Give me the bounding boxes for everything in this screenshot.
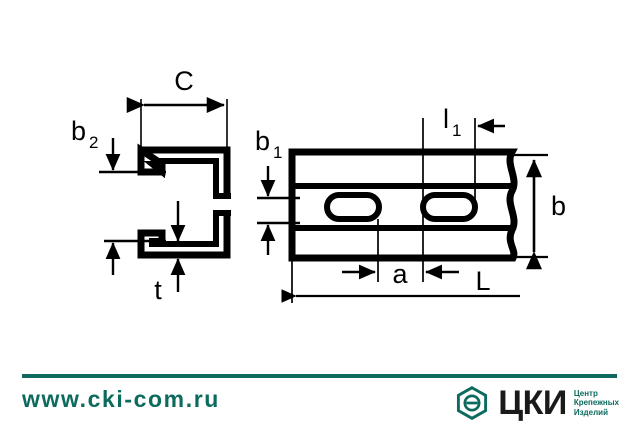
dim-label-l1-subscript: 1: [452, 121, 461, 140]
technical-drawing: C b 2 t: [71, 66, 566, 305]
dim-label-a: a: [392, 259, 408, 289]
dimension-t: t: [154, 201, 186, 305]
website-url[interactable]: www.cki-com.ru: [22, 386, 220, 412]
dim-label-b1-subscript: 1: [273, 143, 282, 162]
side-body-outline: [288, 148, 518, 262]
dim-label-b2-subscript: 2: [89, 133, 98, 152]
dimension-L: L: [281, 258, 520, 303]
brand-logo[interactable]: ЦКИ Центр Крепежных Изделий: [455, 384, 619, 422]
footer-divider: [22, 374, 617, 378]
side-view: b 1 l 1 b: [255, 104, 566, 303]
slot-2: [420, 192, 478, 222]
brand-tagline-line-2: Крепежных: [573, 398, 619, 408]
dim-label-l1: l: [443, 104, 449, 134]
dimension-b2: b 2: [71, 116, 166, 275]
dimension-l1: l 1: [422, 104, 505, 228]
c-profile-inner: [143, 158, 219, 247]
page-footer: www.cki-com.ru ЦКИ Центр Крепежных Издел…: [0, 360, 639, 425]
profile-notch-lower: [213, 210, 231, 216]
dimension-C: C: [126, 66, 228, 150]
dim-label-t: t: [154, 275, 162, 305]
dimension-b: b: [512, 153, 566, 270]
dimension-b1: b 1: [255, 126, 300, 255]
brand-tagline: Центр Крепежных Изделий: [574, 386, 619, 420]
slot-1: [324, 192, 382, 222]
brand-name: ЦКИ: [498, 384, 567, 422]
dim-label-b1: b: [255, 126, 270, 156]
cross-section-view: C b 2 t: [71, 66, 231, 305]
dim-label-b2: b: [71, 116, 86, 146]
dim-label-L: L: [475, 266, 490, 296]
brand-tagline-line-3: Изделий: [573, 407, 608, 417]
hexagon-logo-icon: [457, 386, 488, 420]
brand-tagline-line-1: Центр: [573, 388, 598, 398]
dim-label-b: b: [551, 191, 566, 221]
dimension-a: a: [342, 219, 459, 289]
dim-label-C: C: [174, 66, 194, 96]
profile-notch-upper: [213, 193, 231, 199]
